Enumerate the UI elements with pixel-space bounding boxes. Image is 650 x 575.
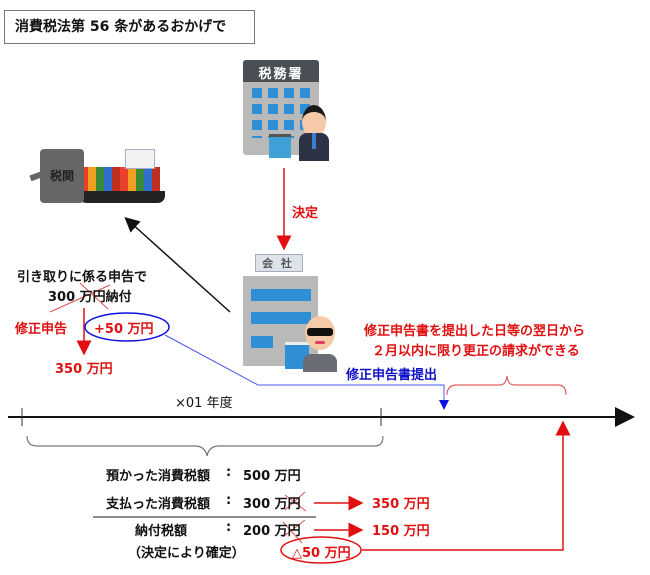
company-window-row-1 [251,289,311,301]
customs-sign-text: 税関 [49,169,74,183]
strike-paid-a [284,491,306,511]
amended-return-amount: +50 万円 [94,322,154,337]
tax-office-windows [252,88,312,138]
paid-tax-label: 支払った消費税額 [106,497,211,512]
amended-amount-ellipse [84,312,170,342]
title-text: 消費税法第 56 条があるおかげで [15,19,227,35]
payable-tax-new-value: 150 万円 [372,524,430,539]
tax-office-door [269,134,291,158]
ship-bridge [125,149,155,169]
customs-arrow [124,216,231,313]
correction-period-brace [446,375,567,396]
ship-hull [75,191,165,203]
received-tax-value: 500 万円 [243,469,301,484]
correction-note-line1: 修正申告書を提出した日等の翌日から [364,324,586,339]
paid-sep: : [226,493,232,508]
company-sign [255,254,303,272]
difference-value: △50 万円 [292,546,351,561]
company-sign-text: 会 社 [262,257,294,270]
period-brace [26,435,384,457]
company-illustration: 会 社 [243,254,343,372]
strike-paid-b [284,494,307,512]
import-declaration-line2: 300 万円納付 [48,290,132,305]
tax-office-sign [243,60,319,82]
paid-tax-value: 300 万円 [243,497,301,512]
company-president-icon [301,316,337,372]
paid-tax-new-value: 350 万円 [372,497,430,512]
tax-office-sign-text: 税務署 [258,67,304,82]
import-declaration-line1: 引き取りに係る申告で [17,270,148,285]
amended-return-label: 修正申告 [15,322,68,337]
received-sep: : [226,465,232,480]
decision-label: 決定 [292,206,319,221]
strike-payable-a [282,519,306,538]
amended-return-submit-label: 修正申告書提出 [346,368,438,383]
strike-300-b [79,282,109,310]
company-window-row-2 [251,312,311,324]
strike-300-a [49,284,111,313]
received-tax-label: 預かった消費税額 [106,469,211,484]
fiscal-period-label: ×01 年度 [175,396,233,411]
company-window-row-3 [251,336,273,348]
correction-note-line2: ２月以内に限り更正の請求ができる [372,344,580,359]
payable-tax-note: （決定により確定） [128,546,245,561]
amended-total: 350 万円 [55,362,113,377]
tax-office-illustration: 税務署 [243,60,329,161]
cargo-ship [80,167,160,191]
tax-officer-icon [299,105,329,161]
payable-sep: : [226,520,232,535]
customs-figure [40,149,84,203]
payable-tax-value: 200 万円 [243,524,301,539]
payable-tax-label: 納付税額 [135,524,188,539]
difference-ellipse [280,536,362,564]
amended-return-line [164,334,449,410]
title-box: 消費税法第 56 条があるおかげで [4,10,255,44]
customs-ship-illustration: 税関 [29,145,170,205]
correction-request-arrow [362,420,571,551]
